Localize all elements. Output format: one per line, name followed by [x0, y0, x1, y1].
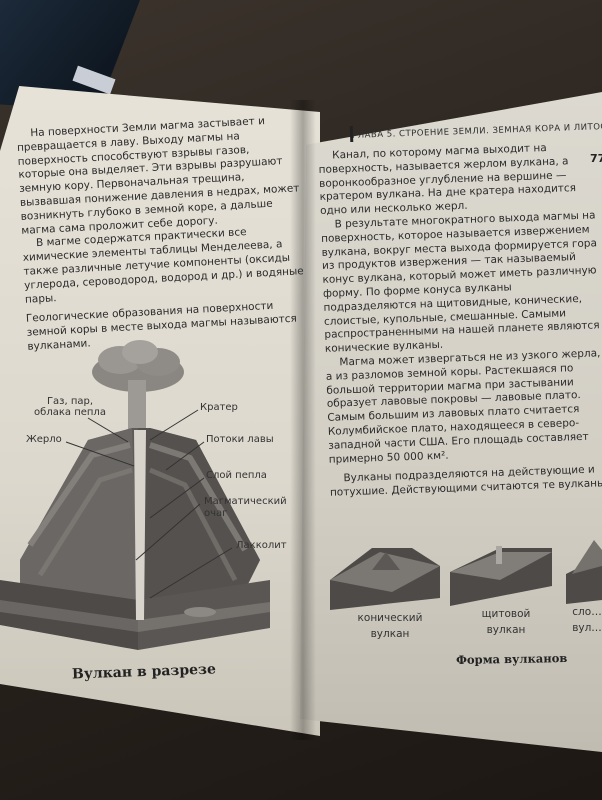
conic-volcano-thumb	[330, 548, 440, 610]
eruption-cloud	[92, 340, 184, 430]
label-ash-layer: Слой пепла	[206, 470, 267, 481]
label-vent: Жерло	[26, 434, 62, 445]
right-page	[300, 92, 602, 752]
vent-channel	[134, 430, 146, 620]
book-gutter	[290, 100, 316, 740]
thumb-label-conic: конический вулкан	[357, 612, 423, 640]
shield-volcano-thumb	[450, 546, 552, 606]
label-crater: Кратер	[200, 402, 238, 413]
label-lines	[65, 409, 233, 599]
label-gas: Газ, пар, облака пепла	[34, 396, 106, 418]
thumb-label-shield: щитовой вулкан	[481, 608, 531, 636]
earth-block	[0, 580, 270, 650]
right-caption: Форма вулканов	[455, 651, 568, 667]
label-magma-chamber: Магматический очаг	[204, 496, 287, 519]
label-lava-flows: Потоки лавы	[206, 434, 274, 445]
thumb-label-layered: сло… вул…	[572, 606, 602, 634]
layered-volcano-thumb	[566, 540, 602, 604]
page-number: 77	[590, 152, 602, 165]
label-laccolith: Лакколит	[236, 540, 287, 551]
